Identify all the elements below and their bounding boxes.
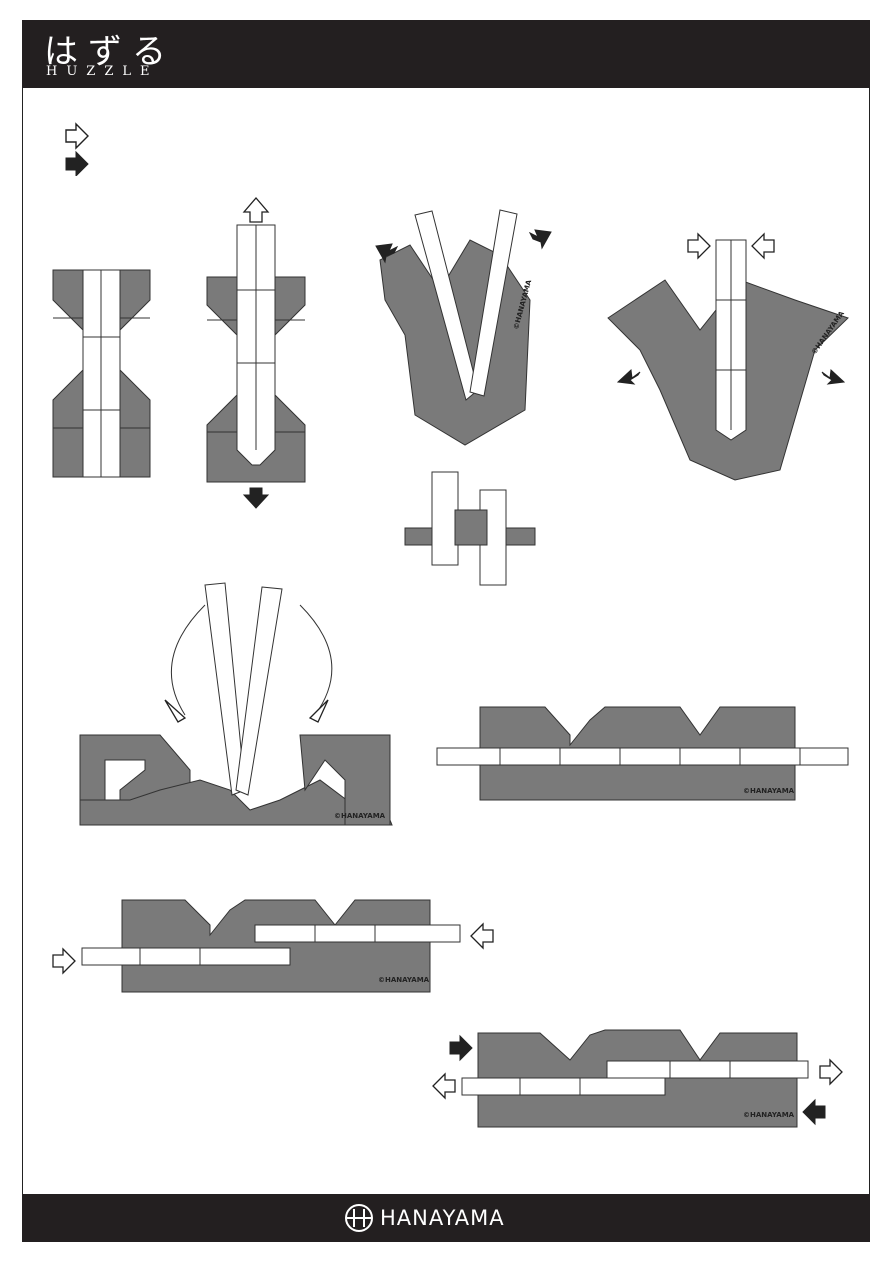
curved-arrow-right-outline-icon: [308, 699, 329, 723]
arrow-upright-filled-icon: [528, 229, 552, 250]
arrow-down-filled-icon: [242, 487, 270, 509]
legend: [64, 122, 104, 178]
footer-bar: HANAYAMA: [22, 1194, 870, 1242]
title-jp: はずる: [44, 32, 176, 72]
step-7-push: ©HANAYAMA: [52, 899, 494, 993]
outline-arrow-icon: [65, 122, 89, 150]
arrow-downleft-filled-icon: [616, 368, 641, 385]
arrow-up-outline-icon: [242, 197, 270, 223]
copyright-mark: ©HANAYAMA: [334, 812, 386, 820]
step-3b-side-view: [404, 471, 536, 586]
copyright-mark: ©HANAYAMA: [743, 1111, 795, 1119]
hanayama-logo: HANAYAMA: [344, 1203, 544, 1233]
arrow-right-filled-icon: [449, 1034, 473, 1062]
arrow-right-outline-icon: [687, 232, 711, 260]
arrow-downright-filled-icon: [821, 368, 846, 385]
step-4-fan-open: ©HANAYAMA: [607, 232, 849, 481]
step-5-rotate: ©HANAYAMA: [79, 582, 393, 826]
footer-brand: HANAYAMA: [380, 1206, 505, 1230]
arrow-left-outline-icon: [432, 1072, 456, 1100]
arrow-upleft-filled-icon: [375, 243, 399, 264]
copyright-mark: ©HANAYAMA: [378, 976, 430, 984]
filled-arrow-icon: [65, 150, 89, 178]
legend-icons: [65, 122, 89, 178]
copyright-mark: ©HANAYAMA: [743, 787, 795, 795]
title-en: HUZZLE: [46, 64, 159, 79]
step-8-separate: ©HANAYAMA: [432, 1029, 843, 1128]
arrow-right-outline-icon: [52, 947, 76, 975]
step-6-horizontal: ©HANAYAMA: [436, 706, 849, 801]
step-2-pull-apart: [206, 197, 306, 509]
arrow-left-outline-icon: [751, 232, 775, 260]
curved-arrow-left-outline-icon: [164, 699, 187, 723]
header-bar: はずる HUZZLE: [22, 20, 870, 88]
step-3-open-v: ©HANAYAMA: [375, 209, 552, 446]
arrow-right-outline-icon: [819, 1058, 843, 1086]
arrow-left-filled-icon: [802, 1098, 826, 1126]
arrow-left-outline-icon: [470, 922, 494, 950]
hanayama-logo-icon: [345, 1204, 373, 1232]
step-1-assembled: [52, 269, 151, 478]
